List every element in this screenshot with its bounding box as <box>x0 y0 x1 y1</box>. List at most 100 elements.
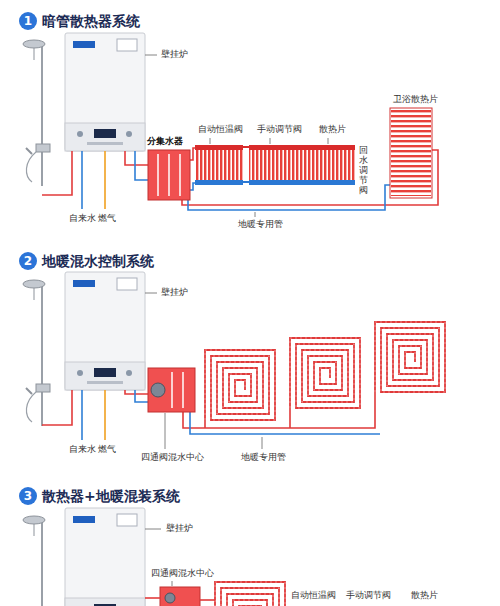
vertical-label: 回水调节阀 <box>359 146 368 195</box>
floor-heating-coil <box>375 322 445 392</box>
leader-line <box>145 293 262 449</box>
towel-radiator <box>390 108 432 198</box>
leader-line <box>145 55 328 217</box>
radiator <box>195 150 243 180</box>
part-label: 燃气 <box>97 213 117 224</box>
leader-line <box>255 212 256 217</box>
boiler-figure <box>65 508 145 606</box>
manifold <box>157 154 159 196</box>
part-label: 四通阀混水中心 <box>140 452 205 463</box>
part-label: 分集水器 <box>146 136 184 147</box>
pipe <box>190 148 195 160</box>
floor-heating-coil <box>290 338 360 408</box>
section-title: 散热器+地暖混装系统 <box>42 487 180 505</box>
section-heading: 3 散热器+地暖混装系统 <box>19 487 180 505</box>
section-title: 暗管散热器系统 <box>42 12 140 30</box>
leader-line <box>262 437 263 449</box>
callout-number: 3 <box>19 487 37 505</box>
shower-figure <box>23 280 50 426</box>
radiator <box>249 145 355 150</box>
leader-line <box>328 138 329 144</box>
shower-figure <box>23 40 50 186</box>
section-heading: 1 暗管散热器系统 <box>19 12 140 30</box>
pipe <box>81 390 83 440</box>
part-label: 手动调节阀 <box>256 124 303 135</box>
part-label: 卫浴散热片 <box>392 94 439 105</box>
floor-heating-coil <box>205 322 445 420</box>
pipe <box>42 151 72 195</box>
callout-number: 1 <box>19 12 37 30</box>
part-label: 手动调节阀 <box>345 590 392 601</box>
radiator <box>195 180 243 185</box>
shower-figure <box>23 280 50 426</box>
leader-line <box>165 413 166 449</box>
boiler-figure <box>65 33 145 151</box>
radiator <box>249 180 355 185</box>
pipe <box>42 390 72 425</box>
manifold <box>168 154 170 196</box>
leader-line <box>145 293 157 294</box>
boiler-figure <box>65 272 145 390</box>
pipe <box>135 390 148 402</box>
leader-line <box>145 529 161 530</box>
towel-radiator <box>391 110 431 196</box>
part-label: 自来水 <box>68 213 97 224</box>
mixing-center <box>160 587 200 606</box>
mixing-center <box>182 372 184 408</box>
pipe <box>145 598 215 600</box>
pipe <box>42 390 380 440</box>
radiator <box>243 181 249 183</box>
pipe <box>183 392 375 428</box>
radiator <box>249 150 355 180</box>
floor-heating-coil <box>205 350 275 420</box>
floor-heating-coil <box>215 582 285 606</box>
shower-figure <box>23 516 50 606</box>
mixing-center <box>148 368 195 412</box>
mixing-center <box>165 593 175 603</box>
pipe <box>135 151 148 180</box>
section-heading: 2 地暖混水控制系统 <box>19 252 154 270</box>
callout-number: 2 <box>19 252 37 270</box>
section-title: 地暖混水控制系统 <box>42 252 154 270</box>
shower-figure <box>23 516 50 606</box>
part-label: 自来水 <box>68 444 97 455</box>
floor-heating-coil <box>215 582 285 606</box>
part-label: 壁挂炉 <box>160 287 189 298</box>
leader-line <box>145 55 157 56</box>
radiator <box>195 145 243 150</box>
leader-line <box>172 581 173 586</box>
pipe <box>81 151 83 209</box>
part-label: 壁挂炉 <box>165 523 194 534</box>
pipe <box>200 599 215 601</box>
pipe <box>125 390 148 394</box>
part-label: 散热片 <box>318 124 347 135</box>
part-label: 地暖专用管 <box>237 219 284 230</box>
mixing-center <box>171 372 173 408</box>
part-label: 燃气 <box>97 444 117 455</box>
pipe <box>104 390 106 440</box>
radiator <box>243 146 249 148</box>
boiler-figure <box>65 272 145 390</box>
pipe <box>190 183 195 190</box>
leader-line <box>270 138 271 144</box>
mixing-center <box>148 368 195 412</box>
manifold <box>148 150 190 200</box>
boiler-figure <box>65 508 145 606</box>
boiler-figure <box>65 33 145 151</box>
part-label: 四通阀混水中心 <box>150 568 215 579</box>
mixing-center <box>160 587 200 606</box>
pipe <box>145 597 160 599</box>
part-label: 地暖专用管 <box>240 452 287 463</box>
part-label: 散热片 <box>410 590 439 601</box>
pipe <box>42 148 438 210</box>
part-label: 自动恒温阀 <box>197 124 244 135</box>
part-label: 自动恒温阀 <box>290 590 337 601</box>
pipe <box>104 151 106 209</box>
radiator <box>195 145 355 185</box>
part-label: 壁挂炉 <box>160 49 189 60</box>
pipe <box>190 412 380 434</box>
manifold <box>148 150 190 200</box>
mixing-center <box>151 383 165 397</box>
leader-line <box>210 138 211 144</box>
